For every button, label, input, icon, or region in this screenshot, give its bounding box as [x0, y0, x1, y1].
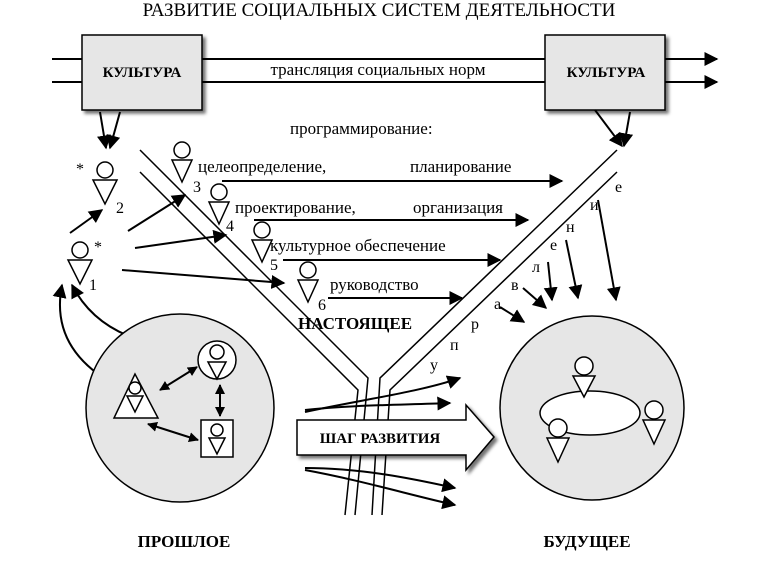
funnel: [139, 149, 618, 516]
design-label: проектирование,: [235, 198, 356, 217]
person-1: [66, 241, 94, 286]
culture-right-label: КУЛЬТУРА: [567, 65, 646, 81]
programming-label: программирование:: [290, 119, 433, 138]
culture-left-label: КУЛЬТУРА: [103, 65, 182, 81]
management-letter-6: л: [532, 259, 540, 276]
future-circle: [499, 315, 685, 501]
number-6: 6: [318, 297, 326, 314]
past-label: ПРОШЛОЕ: [138, 532, 231, 551]
cultural-support-label: культурное обеспечение: [270, 236, 446, 255]
diagram-title: РАЗВИТИЕ СОЦИАЛЬНЫХ СИСТЕМ ДЕЯТЕЛЬНОСТИ: [143, 0, 616, 21]
management-letter-2: п: [450, 337, 459, 354]
future-arrows: [499, 199, 621, 323]
planning-label: планирование: [410, 157, 511, 176]
star-upper: *: [76, 161, 84, 178]
person-6: [296, 261, 320, 304]
star-lower: *: [94, 239, 102, 256]
person-3: [170, 141, 194, 184]
management-letter-4: а: [494, 296, 501, 313]
step-arrow: ШАГ РАЗВИТИЯ: [296, 403, 495, 473]
number-5: 5: [270, 257, 278, 274]
person-4: [207, 183, 231, 226]
past-circle: [85, 313, 275, 503]
culture-box-left: КУЛЬТУРА: [81, 34, 203, 111]
management-letter-8: н: [566, 219, 575, 236]
future-label: БУДУЩЕЕ: [543, 532, 630, 551]
number-4: 4: [226, 218, 234, 235]
management-letter-5: в: [511, 277, 519, 294]
management-letter-3: р: [471, 316, 479, 333]
management-letter-7: е: [550, 237, 557, 254]
management-letter-1: у: [430, 357, 438, 374]
step-curves: [304, 375, 462, 510]
goal-setting-label: целеопределение,: [198, 157, 326, 176]
step-label: ШАГ РАЗВИТИЯ: [320, 431, 441, 447]
leadership-label: руководство: [330, 275, 419, 294]
translation-label: трансляция социальных норм: [271, 60, 486, 79]
culture-box-right: КУЛЬТУРА: [544, 34, 666, 111]
number-3: 3: [193, 179, 201, 196]
number-2: 2: [116, 200, 124, 217]
number-1: 1: [89, 277, 97, 294]
person-5: [250, 221, 274, 264]
culture-arrows: [97, 109, 634, 150]
present-label: НАСТОЯЩЕЕ: [298, 314, 412, 333]
activity-arrows: [222, 174, 564, 305]
left-person-arrows: [69, 194, 286, 289]
organization-label: организация: [413, 198, 503, 217]
management-letter-9: и: [590, 197, 599, 214]
person-2: [91, 161, 119, 206]
management-letter-10: е: [615, 179, 622, 196]
